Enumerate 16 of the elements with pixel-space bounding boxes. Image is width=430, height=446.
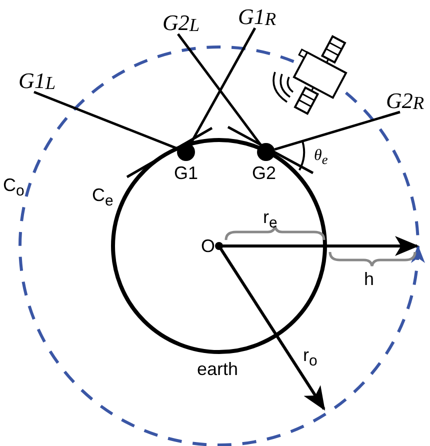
- height-label: h: [364, 270, 374, 288]
- ray-line: [274, 110, 400, 151]
- ray-line: [189, 27, 256, 145]
- center-label: O: [201, 237, 216, 255]
- ray-line: [34, 90, 178, 150]
- earth-surface-label: C$_{e}$: [92, 186, 114, 209]
- radius-label: r$_{e}$: [263, 208, 278, 231]
- orbit-label: C$_{o}$: [3, 176, 24, 199]
- radius-label: r$_{o}$: [303, 346, 318, 369]
- ground-station-dot: [257, 143, 275, 161]
- earth-label: earth: [197, 360, 238, 378]
- ray-line: [177, 33, 262, 146]
- ground-station-dot: [177, 143, 195, 161]
- angle-label: θ$_{e}$: [314, 148, 328, 167]
- station-label: G1: [174, 164, 198, 182]
- station-label: G2: [252, 164, 276, 182]
